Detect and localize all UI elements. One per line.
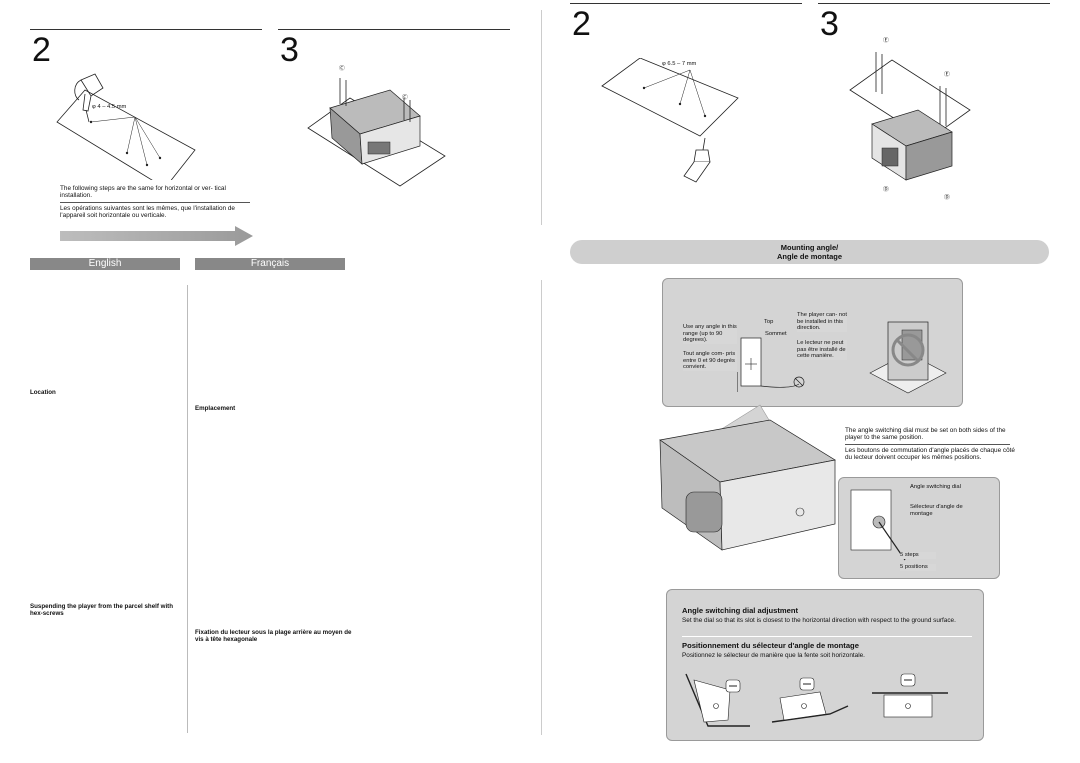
marker-e-1: Ⓔ — [883, 38, 889, 44]
marker-d-2: Ⓓ — [944, 195, 950, 201]
top-label-fr: Sommet — [765, 331, 787, 337]
angle-range-graphic — [737, 337, 805, 392]
drill-diameter-label: φ 4 – 4.5 mm — [92, 104, 127, 110]
top-label-en: Top — [764, 319, 774, 325]
page-gutter-top — [541, 10, 542, 225]
marker-c-1: Ⓒ — [339, 66, 345, 72]
steps-note-divider — [60, 202, 250, 203]
dial-note-fr: Les boutons de commutation d'angle placé… — [845, 447, 1015, 462]
steps-note-fr: Les opérations suivantes sont les mêmes,… — [60, 205, 235, 220]
adjust-title-en: Angle switching dial adjustment — [682, 606, 799, 615]
right-step3-rule — [818, 3, 1050, 4]
marker-c-2: Ⓒ — [402, 95, 408, 101]
fr-location-heading: Emplacement — [195, 405, 236, 412]
steps-note-en: The following steps are the same for hor… — [60, 185, 226, 200]
right-drill-diagram — [601, 58, 739, 183]
en-suspend-heading: Suspending the player from the parcel sh… — [30, 603, 174, 617]
en-location-heading: Location — [30, 389, 56, 396]
mounting-angle-banner: Mounting angle/ Angle de montage — [570, 240, 1049, 264]
adjust-text-fr: Positionnez le sélecteur de manière que … — [682, 652, 865, 659]
angle-any-fr: Tout angle com- pris entre 0 et 90 degré… — [683, 351, 737, 371]
screw-mount-diagram — [307, 78, 446, 187]
right-step2-rule — [570, 3, 802, 4]
step2-rule — [30, 29, 262, 30]
lang-bar-english: English — [30, 258, 180, 270]
dial-note-en: The angle switching dial must be set on … — [845, 427, 1006, 442]
adjust-title-fr: Positionnement du sélecteur d'angle de m… — [682, 641, 859, 650]
player-side-diagram — [659, 404, 836, 551]
mounting-angle-title-en: Mounting angle/ — [780, 243, 839, 252]
dial-label-fr: Sélecteur d'angle de montage — [910, 504, 963, 517]
lang-bar-francais: Français — [195, 258, 345, 270]
drill-diagram — [56, 73, 196, 180]
mounting-angle-title-fr: Angle de montage — [776, 252, 842, 261]
steps-label-en: 5 steps — [900, 552, 936, 559]
dial-note-divider — [845, 444, 1010, 445]
adjust-text-en: Set the dial so that its slot is closest… — [682, 617, 956, 624]
right-drill-diameter-label: φ 6.5 – 7 mm — [662, 61, 697, 67]
step-number-3: 3 — [280, 31, 299, 69]
no-install-fr: Le lecteur ne peut pas être installé de … — [797, 340, 847, 360]
adjust-divider — [682, 636, 972, 637]
dial-label-en: Angle switching dial — [910, 484, 961, 490]
marker-e-2: Ⓔ — [944, 72, 950, 78]
steps-label-fr: 5 positions — [900, 564, 936, 571]
right-step-number-3: 3 — [820, 5, 839, 43]
right-step-number-2: 2 — [572, 5, 591, 43]
arrow-right-icon — [60, 226, 253, 246]
prohibited-vertical-mount — [869, 321, 947, 394]
no-install-en: The player can- not be installed in this… — [797, 312, 847, 332]
dial-slot-orientation-diagrams — [685, 673, 948, 727]
fr-suspend-heading: Fixation du lecteur sous la plage arrièr… — [195, 629, 352, 643]
page-gutter-bottom — [541, 280, 542, 735]
angle-switching-dial-icon — [850, 489, 906, 561]
marker-d-1: Ⓓ — [883, 187, 889, 193]
step-number-2: 2 — [32, 31, 51, 69]
hex-screw-diagram — [849, 52, 971, 181]
column-divider — [187, 285, 188, 733]
angle-any-en: Use any angle in this range (up to 90 de… — [683, 324, 737, 344]
step3-rule — [278, 29, 510, 30]
